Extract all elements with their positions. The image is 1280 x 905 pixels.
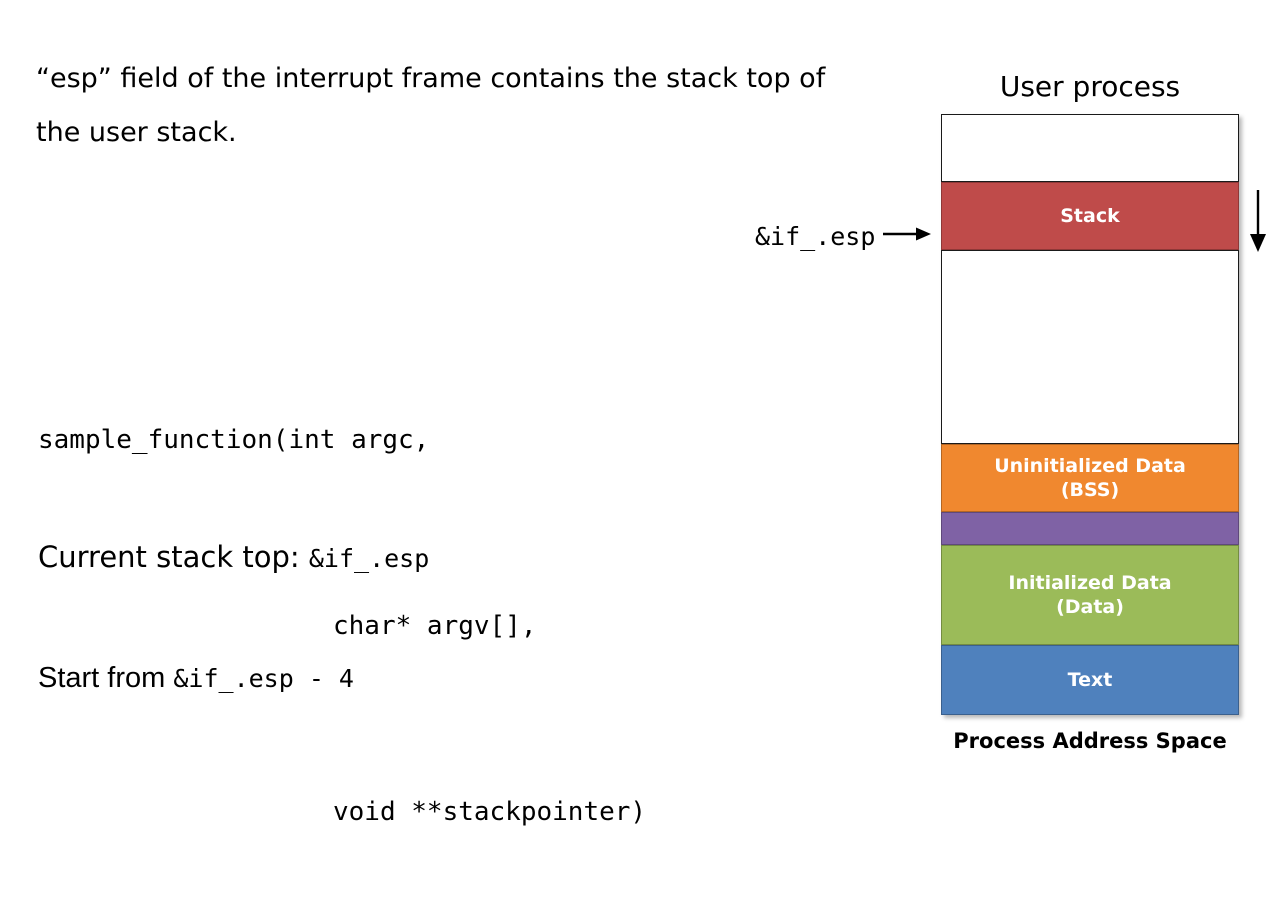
current-stack-top-statement: Current stack top: &if_.esp xyxy=(38,540,429,574)
code-line-2: char* argv[], xyxy=(333,611,537,641)
memory-block-label: Uninitialized Data xyxy=(994,455,1186,477)
arrow-right-icon xyxy=(883,226,932,247)
current-stack-top-value: &if_.esp xyxy=(308,544,430,573)
memory-block-sublabel: (Data) xyxy=(1056,596,1124,618)
memory-block-label: Initialized Data xyxy=(1008,572,1172,594)
start-from-value: &if_.esp - 4 xyxy=(173,664,354,693)
memory-block-label: Stack xyxy=(1060,205,1120,227)
memory-block-uninitialized-data: Uninitialized Data(BSS) xyxy=(941,444,1239,512)
code-line-1: sample_function(int argc, xyxy=(38,425,430,455)
slide-text-body: “esp” field of the interrupt frame conta… xyxy=(36,52,896,160)
intro-line-1: “esp” field of the interrupt frame conta… xyxy=(36,63,826,94)
diagram-caption: Process Address Space xyxy=(953,729,1227,753)
memory-block-unlabeled-4 xyxy=(941,512,1239,545)
start-from-label: Start from xyxy=(38,662,174,694)
memory-block-sublabel: (BSS) xyxy=(1060,479,1120,501)
memory-block-stack: Stack xyxy=(941,182,1239,250)
memory-block-initialized-data: Initialized Data(Data) xyxy=(941,545,1239,645)
diagram-title: User process xyxy=(999,70,1181,103)
memory-block-label: Text xyxy=(1067,669,1113,691)
code-snippet: sample_function(int argc, char* argv[], … xyxy=(38,285,646,905)
memory-block-text: Text xyxy=(941,645,1239,715)
memory-block-unlabeled-2 xyxy=(941,250,1239,444)
esp-pointer-annotation: &if_.esp xyxy=(755,222,932,251)
current-stack-top-label: Current stack top: xyxy=(38,540,309,574)
arrow-down-icon xyxy=(1246,190,1270,257)
esp-pointer-label: &if_.esp xyxy=(755,222,876,251)
code-line-3: void **stackpointer) xyxy=(333,797,647,827)
memory-block-unlabeled-0 xyxy=(941,114,1239,182)
start-from-statement: Start from &if_.esp - 4 xyxy=(38,662,354,695)
intro-line-2: the user stack. xyxy=(36,117,237,148)
